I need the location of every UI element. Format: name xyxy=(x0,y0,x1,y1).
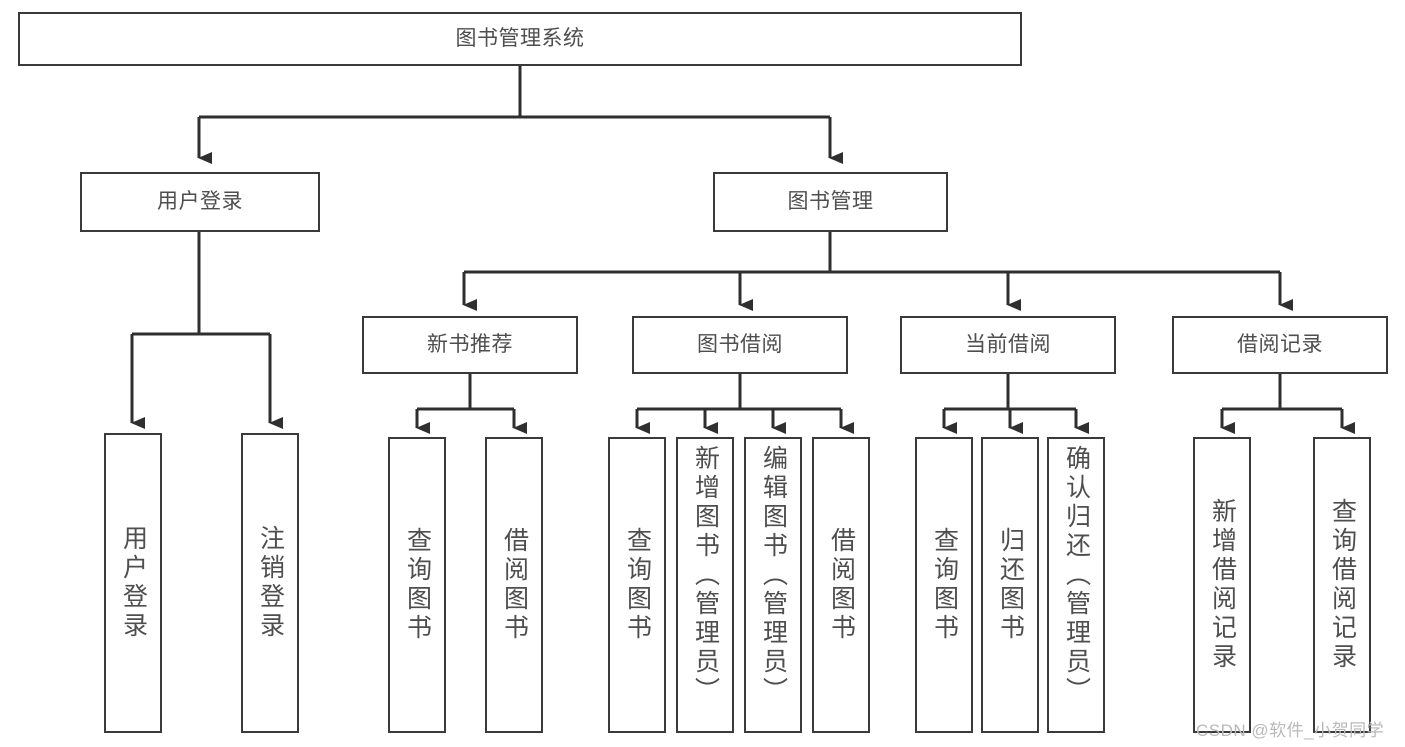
node-borrow-record-label: 借阅记录 xyxy=(1237,332,1323,356)
leaf-confirm-return[interactable]: 确认归还（管理员） xyxy=(1047,437,1105,733)
leaf-confirm-return-label: 确认归还（管理员） xyxy=(1062,445,1091,706)
leaf-return-book[interactable]: 归还图书 xyxy=(981,437,1039,733)
node-new-book-recommend-label: 新书推荐 xyxy=(427,332,513,356)
leaf-add-record-label: 新增借阅记录 xyxy=(1208,498,1237,672)
node-book-borrow[interactable]: 图书借阅 xyxy=(632,316,848,374)
leaf-add-book-label: 新增图书（管理员） xyxy=(691,445,720,706)
leaf-query-book-2-label: 查询图书 xyxy=(623,527,652,643)
node-current-borrow[interactable]: 当前借阅 xyxy=(900,316,1116,374)
leaf-logout-login-label: 注销登录 xyxy=(256,525,285,641)
node-user-login[interactable]: 用户登录 xyxy=(80,172,320,232)
leaf-query-book-1[interactable]: 查询图书 xyxy=(388,437,446,733)
leaf-borrow-book-2-label: 借阅图书 xyxy=(827,527,856,643)
leaf-edit-book[interactable]: 编辑图书（管理员） xyxy=(744,437,802,733)
node-borrow-record[interactable]: 借阅记录 xyxy=(1172,316,1388,374)
node-book-management[interactable]: 图书管理 xyxy=(713,172,948,232)
leaf-query-book-1-label: 查询图书 xyxy=(403,527,432,643)
leaf-borrow-book-2[interactable]: 借阅图书 xyxy=(812,437,870,733)
node-root-label: 图书管理系统 xyxy=(455,26,585,50)
leaf-borrow-book-1-label: 借阅图书 xyxy=(500,527,529,643)
leaf-add-record[interactable]: 新增借阅记录 xyxy=(1193,437,1251,733)
leaf-edit-book-label: 编辑图书（管理员） xyxy=(759,445,788,706)
node-root[interactable]: 图书管理系统 xyxy=(18,12,1022,66)
node-book-management-label: 图书管理 xyxy=(787,189,874,213)
leaf-add-book[interactable]: 新增图书（管理员） xyxy=(676,437,734,733)
leaf-query-book-3[interactable]: 查询图书 xyxy=(915,437,973,733)
leaf-query-book-2[interactable]: 查询图书 xyxy=(608,437,666,733)
node-book-borrow-label: 图书借阅 xyxy=(697,332,783,356)
csdn-watermark: CSDN @软件_小贺同学 xyxy=(1196,721,1385,740)
node-user-login-label: 用户登录 xyxy=(157,189,243,213)
leaf-borrow-book-1[interactable]: 借阅图书 xyxy=(485,437,543,733)
node-current-borrow-label: 当前借阅 xyxy=(965,332,1051,356)
leaf-query-record[interactable]: 查询借阅记录 xyxy=(1313,437,1371,733)
leaf-logout-login[interactable]: 注销登录 xyxy=(241,433,299,733)
leaf-query-record-label: 查询借阅记录 xyxy=(1328,498,1357,672)
leaf-user-login-label: 用户登录 xyxy=(119,525,148,641)
node-new-book-recommend[interactable]: 新书推荐 xyxy=(362,316,578,374)
leaf-query-book-3-label: 查询图书 xyxy=(930,527,959,643)
leaf-return-book-label: 归还图书 xyxy=(996,527,1025,643)
leaf-user-login[interactable]: 用户登录 xyxy=(104,433,162,733)
